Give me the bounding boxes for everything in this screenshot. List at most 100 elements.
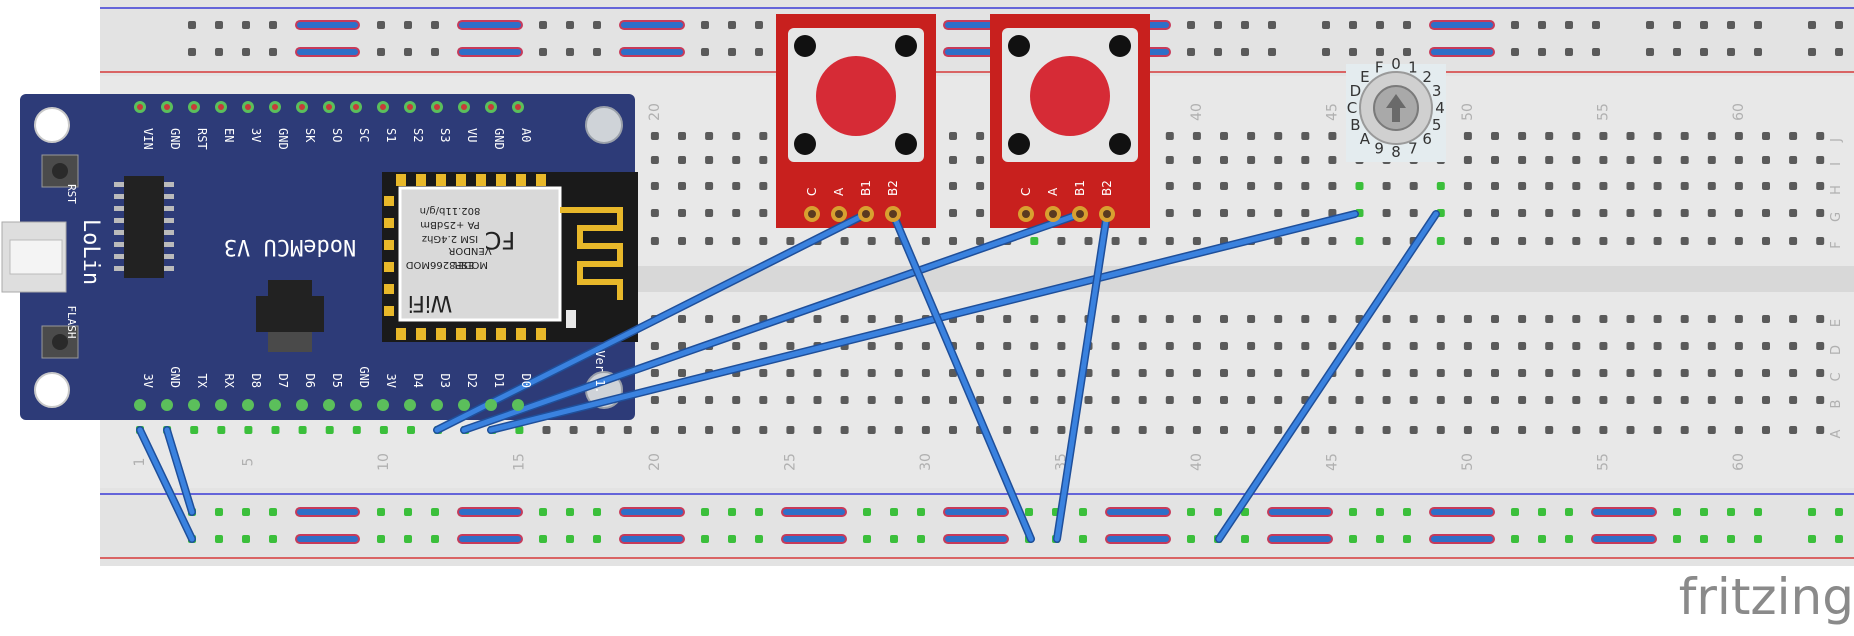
rail-hole xyxy=(1538,21,1546,29)
top-pin-label: RST xyxy=(195,128,209,150)
breadboard-hole xyxy=(678,209,686,217)
breadboard-hole xyxy=(379,426,388,434)
breadboard-hole xyxy=(1762,315,1770,323)
rail-hole xyxy=(1700,48,1708,56)
breadboard-hole xyxy=(650,182,659,190)
breadboard-hole xyxy=(1436,315,1445,323)
breadboard-hole xyxy=(1247,132,1256,140)
rail-hole xyxy=(215,21,223,29)
rail-hole xyxy=(566,535,574,543)
breadboard-hole xyxy=(190,426,199,434)
header-pin-center xyxy=(407,104,413,110)
jumper-wire xyxy=(461,211,1083,433)
esp-pad xyxy=(416,174,426,186)
breadboard-hole xyxy=(244,426,253,434)
breadboard-hole xyxy=(1762,369,1770,377)
breadboard-hole xyxy=(786,369,795,377)
breadboard-hole xyxy=(1165,396,1174,404)
button-pin-label: C xyxy=(1019,188,1033,196)
breadboard-hole xyxy=(1599,315,1608,323)
header-pin xyxy=(188,399,200,411)
rail-hole xyxy=(242,21,250,29)
usb-serial-chip xyxy=(124,176,164,278)
rail-hole xyxy=(1214,21,1222,29)
breadboard-hole xyxy=(1518,237,1527,245)
rail-hole xyxy=(1214,508,1222,516)
rail-hole xyxy=(890,508,898,516)
button-pad-hole xyxy=(889,210,897,218)
breadboard-hole xyxy=(976,209,985,217)
rail-hole xyxy=(431,21,439,29)
header-pin xyxy=(458,399,470,411)
breadboard-hole xyxy=(894,426,903,434)
rail-hole xyxy=(1349,535,1357,543)
bottom-pin-label: GND xyxy=(168,366,182,388)
rotary-digit: 9 xyxy=(1374,140,1384,158)
esp-pad xyxy=(384,218,394,228)
breadboard-hole xyxy=(1463,209,1472,217)
breadboard-hole xyxy=(1247,182,1256,190)
breadboard-hole xyxy=(976,342,985,350)
breadboard-hole xyxy=(1003,426,1012,434)
button-cap[interactable] xyxy=(1030,56,1110,136)
breadboard-hole xyxy=(1463,237,1472,245)
push-button-1[interactable] xyxy=(776,14,936,228)
chip-pin xyxy=(164,242,174,247)
column-number: 40 xyxy=(1189,103,1205,121)
row-letter: J xyxy=(1829,138,1844,143)
rail-hole xyxy=(1187,535,1195,543)
breadboard-hole xyxy=(1220,209,1228,217)
breadboard-hole xyxy=(1165,182,1174,190)
breadboard-hole xyxy=(1111,342,1120,350)
esp-pad xyxy=(536,174,546,186)
button-cap[interactable] xyxy=(816,56,896,136)
row-letter: H xyxy=(1829,185,1844,195)
rail-hole xyxy=(701,48,709,56)
header-pin xyxy=(296,399,308,411)
push-button-2[interactable] xyxy=(990,14,1150,228)
rotary-digit: F xyxy=(1375,58,1384,76)
breadboard-hole xyxy=(1436,237,1445,245)
breadboard-hole xyxy=(1382,369,1391,377)
header-pin xyxy=(242,399,254,411)
jumper-wire xyxy=(1216,211,1439,542)
breadboard-hole xyxy=(407,426,415,434)
breadboard-hole xyxy=(894,342,903,350)
rail-hole xyxy=(755,508,763,516)
breadboard-hole xyxy=(1789,369,1798,377)
chip-pin xyxy=(164,182,174,187)
breadboard-hole xyxy=(1734,369,1743,377)
rail-hole xyxy=(1403,21,1411,29)
breadboard-hole xyxy=(1409,182,1418,190)
esp-pad xyxy=(456,328,466,340)
breadboard-hole xyxy=(1707,237,1716,245)
breadboard-hole xyxy=(1491,369,1499,377)
breadboard-hole xyxy=(1192,342,1201,350)
esp-label: PA +25dBm xyxy=(420,219,479,230)
esp-pad xyxy=(384,240,394,250)
breadboard-hole xyxy=(650,237,659,245)
breadboard-hole xyxy=(1328,132,1337,140)
rotary-digit: 4 xyxy=(1435,99,1445,117)
chip-pin xyxy=(114,194,124,199)
breadboard-hole xyxy=(1328,156,1337,164)
breadboard-hole xyxy=(1057,237,1066,245)
rail-hole xyxy=(242,48,250,56)
breadboard-hole xyxy=(1626,182,1635,190)
column-number: 45 xyxy=(1324,453,1340,471)
esp-pad xyxy=(456,174,466,186)
rotary-digit: 1 xyxy=(1408,58,1418,76)
breadboard-hole xyxy=(1274,209,1283,217)
breadboard-hole xyxy=(1789,209,1798,217)
chip-pin xyxy=(114,242,124,247)
rotary-digit: 6 xyxy=(1422,130,1432,148)
breadboard-hole xyxy=(1734,426,1743,434)
breadboard-hole xyxy=(1653,182,1662,190)
breadboard-hole xyxy=(1382,182,1391,190)
column-number: 45 xyxy=(1324,103,1340,121)
button-pin-label: B2 xyxy=(1100,180,1114,196)
breadboard-hole xyxy=(1247,342,1256,350)
breadboard-hole xyxy=(1084,396,1093,404)
rail-hole xyxy=(917,508,925,516)
